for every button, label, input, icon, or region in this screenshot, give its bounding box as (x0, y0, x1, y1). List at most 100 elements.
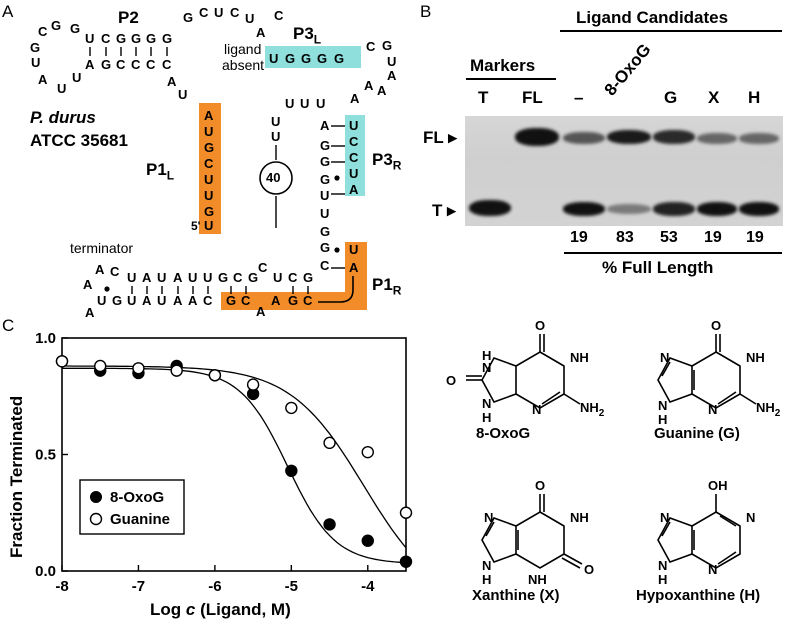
p1r-highlight (345, 242, 367, 308)
svg-text:U: U (273, 270, 282, 285)
svg-text:A: A (85, 305, 95, 320)
data-point-guanine (361, 445, 374, 459)
band-none-fl (563, 132, 605, 144)
nt-40-label: 40 (266, 170, 281, 185)
x-axis-label: Log c (Ligand, M) (150, 600, 291, 619)
svg-text:G: G (70, 21, 80, 36)
band-8oxog-fl (607, 130, 651, 144)
dose-response-chart: -8-7-6-5-4 0.00.51.0 8-OxoG Guanine Frac… (7, 330, 413, 619)
data-point-guanine (323, 436, 336, 450)
atom: H (482, 572, 491, 587)
band-h-fl (739, 133, 779, 144)
percent-value: 19 (746, 229, 764, 246)
svg-text:G: G (317, 51, 327, 66)
svg-text:A: A (364, 78, 374, 93)
atom: N (708, 402, 717, 417)
atom: H (482, 348, 491, 363)
band-fl-marker (515, 128, 559, 146)
atom: H (658, 412, 667, 427)
percent-value: 19 (570, 229, 588, 246)
svg-text:A: A (85, 57, 95, 72)
band-x-fl (697, 133, 737, 144)
svg-text:U: U (204, 124, 213, 139)
svg-text:U: U (97, 293, 106, 308)
svg-text:C: C (258, 260, 268, 275)
svg-text:A: A (377, 83, 387, 98)
svg-text:C: C (349, 134, 359, 149)
legend-marker-8oxog (90, 491, 102, 503)
panel-b-letter: B (420, 2, 432, 21)
svg-text:U: U (127, 293, 136, 308)
svg-text:G: G (285, 51, 295, 66)
label-p3r: P3R (372, 150, 402, 173)
gel-image (465, 116, 783, 226)
atom: N (658, 558, 667, 573)
svg-text:A: A (142, 270, 152, 285)
svg-text:G: G (131, 31, 141, 46)
svg-text:U: U (72, 70, 81, 85)
data-point-8oxog (323, 518, 336, 531)
svg-text:C: C (203, 293, 213, 308)
markers-header-rule (466, 78, 556, 80)
row-label-t: T ▸ (432, 201, 456, 220)
svg-text:C: C (110, 264, 120, 279)
structure-label-xanthine: Xanthine (X) (472, 587, 560, 604)
label-ligand: ligand (224, 41, 262, 57)
atom: N (532, 402, 541, 417)
svg-text:A: A (387, 68, 397, 83)
data-point-8oxog (361, 534, 374, 547)
structure-8oxog (466, 334, 581, 409)
y-axis-label: Fraction Terminated (7, 396, 26, 558)
svg-text:G: G (112, 293, 122, 308)
y-tick-label: 1.0 (35, 330, 56, 347)
svg-text:G: G (303, 270, 313, 285)
svg-text:U: U (204, 172, 213, 187)
percent-value: 83 (616, 229, 634, 246)
svg-text:G: G (183, 10, 193, 25)
svg-text:C: C (146, 57, 156, 72)
data-point-8oxog (285, 464, 298, 478)
atom: N (660, 350, 669, 365)
label-p2: P2 (118, 8, 139, 27)
band-none-t (563, 202, 605, 216)
structure-label-8oxog: 8-OxoG (476, 425, 530, 442)
p1r-bottom-highlight (221, 292, 367, 310)
svg-text:A: A (167, 74, 177, 89)
svg-text:G: G (334, 51, 344, 66)
svg-text:U: U (188, 270, 197, 285)
strain-name: ATCC 35681 (30, 131, 128, 150)
label-p1l: P1L (146, 160, 175, 183)
svg-text:G: G (204, 204, 214, 219)
atom: N (658, 398, 667, 413)
structure-guanine (657, 334, 757, 409)
percent-value: 19 (704, 229, 722, 246)
svg-text:A: A (38, 72, 48, 87)
fit-curve-guanine (62, 365, 407, 549)
svg-text:C: C (204, 156, 214, 171)
atom: NH (528, 572, 547, 587)
svg-text:C: C (303, 293, 313, 308)
p3l-highlight (265, 46, 361, 68)
structure-xanthine (481, 494, 583, 569)
atom: O (584, 562, 594, 577)
atom: H (658, 572, 667, 587)
lane-label-fl: FL (522, 88, 543, 107)
lane-label-x: X (708, 88, 720, 107)
svg-text:U: U (127, 270, 136, 285)
svg-text:U: U (271, 114, 280, 129)
svg-text:U: U (31, 55, 40, 70)
data-point-guanine (55, 355, 69, 368)
svg-text:G: G (101, 57, 111, 72)
panel-c-letter: C (2, 316, 15, 335)
svg-text:U: U (320, 188, 329, 203)
band-g-fl (653, 130, 695, 144)
x-tick-label: -5 (285, 578, 298, 595)
percent-label: % Full Length (602, 258, 714, 277)
svg-text:C: C (233, 270, 243, 285)
band-g-t (653, 202, 695, 216)
svg-text:A: A (271, 293, 281, 308)
atom: NH (746, 350, 765, 365)
svg-text:U: U (349, 242, 358, 257)
svg-text:A: A (173, 293, 183, 308)
atom: N (482, 360, 491, 375)
